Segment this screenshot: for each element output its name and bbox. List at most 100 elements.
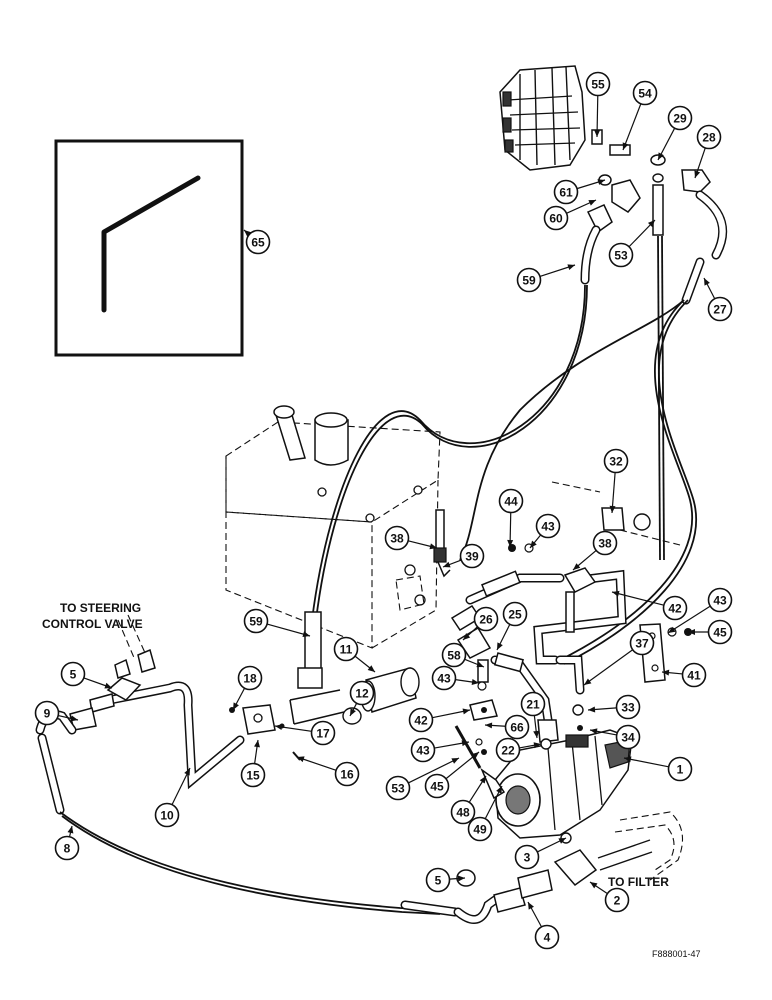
callout-c15: 15 <box>240 762 266 788</box>
callout-circle <box>310 720 336 746</box>
callout-circle <box>632 80 658 106</box>
callout-circle <box>473 606 499 632</box>
callout-label: 58 <box>447 649 461 663</box>
callout-label: 27 <box>713 303 727 317</box>
mounting-bracket-32 <box>508 481 681 553</box>
return-tube-manifold <box>450 567 627 743</box>
callout-label: 29 <box>673 112 687 126</box>
callout-label: 1 <box>677 763 684 777</box>
leader-arrow-c43d <box>461 740 469 747</box>
callout-c2: 2 <box>604 887 630 913</box>
callout-circle <box>408 707 434 733</box>
callout-label: 28 <box>702 131 716 145</box>
callout-c59a: 59 <box>516 267 542 293</box>
callout-label: 18 <box>243 672 257 686</box>
callout-label: 43 <box>541 520 555 534</box>
callout-label: 43 <box>713 594 727 608</box>
callout-c25: 25 <box>502 601 528 627</box>
callout-c44: 44 <box>498 488 524 514</box>
callout-circle <box>495 737 521 763</box>
callout-circle <box>410 737 436 763</box>
callout-circle <box>54 835 80 861</box>
callout-label: 5 <box>70 668 77 682</box>
callout-circle <box>240 762 266 788</box>
callout-label: 61 <box>559 186 573 200</box>
callout-c45a: 45 <box>707 619 733 645</box>
callout-label: 22 <box>501 744 515 758</box>
hydraulic-pump <box>494 704 633 839</box>
leader-arrow-c33 <box>588 706 596 713</box>
leader-arrow-c17 <box>275 724 283 730</box>
leader-arrow-c15 <box>254 740 260 748</box>
leader-c53b <box>408 757 460 784</box>
callout-c38a: 38 <box>384 525 410 551</box>
callout-c42b: 42 <box>408 707 434 733</box>
drawing-code: F888001-47 <box>652 949 701 959</box>
callout-circle <box>60 661 86 687</box>
callout-c27: 27 <box>707 296 733 322</box>
callout-circle <box>334 761 360 787</box>
callout-circle <box>603 448 629 474</box>
callout-label: 48 <box>456 806 470 820</box>
leader-arrow-c10 <box>184 768 190 776</box>
callout-label: 55 <box>591 78 605 92</box>
callout-label: 12 <box>355 687 369 701</box>
callout-label: 41 <box>687 669 701 683</box>
callout-c39: 39 <box>459 543 485 569</box>
callout-circle <box>707 619 733 645</box>
hydraulic-reservoir <box>225 405 441 649</box>
callout-c66: 66 <box>504 714 530 740</box>
callout-circle <box>520 691 546 717</box>
callout-circle <box>467 816 493 842</box>
leader-arrow-c49 <box>496 786 502 794</box>
callout-c10: 10 <box>154 802 180 828</box>
leader-arrow-c37 <box>584 678 592 685</box>
callout-leader-lines <box>58 95 716 928</box>
leader-arrow-c28 <box>694 170 701 178</box>
callout-circle <box>431 665 457 691</box>
callout-label: 25 <box>508 608 522 622</box>
callout-c33: 33 <box>615 694 641 720</box>
leader-arrow-c43c <box>471 679 479 685</box>
callout-c55: 55 <box>585 71 611 97</box>
callout-c53a: 53 <box>608 242 634 268</box>
leader-arrow-c9 <box>70 715 78 722</box>
callout-label: 53 <box>614 249 628 263</box>
leader-arrow-c65 <box>244 230 252 237</box>
leader-arrow-c53b <box>451 758 459 764</box>
leader-arrow-c16 <box>297 756 305 763</box>
callout-c59b: 59 <box>243 608 269 634</box>
callout-c26: 26 <box>473 606 499 632</box>
inset-box-tube-65 <box>54 139 244 357</box>
callout-circle <box>424 773 450 799</box>
callout-circle <box>592 530 618 556</box>
leader-c45b <box>445 751 480 780</box>
callout-circle <box>441 642 467 668</box>
callout-label: 60 <box>549 212 563 226</box>
callout-c1: 1 <box>667 756 693 782</box>
lower-suction-hose <box>59 811 684 924</box>
callout-c43a: 43 <box>535 513 561 539</box>
leader-arrow-c32 <box>609 505 616 513</box>
leader-c1 <box>623 757 669 768</box>
upper-hoses <box>311 190 728 665</box>
leader-c42a <box>611 591 665 606</box>
callout-label: 59 <box>249 615 263 629</box>
callout-circle <box>604 887 630 913</box>
callout-label: 42 <box>414 714 428 728</box>
leader-arrow-c38a <box>429 543 437 550</box>
callout-circle <box>504 714 530 740</box>
callout-label: 39 <box>465 550 479 564</box>
leader-arrow-c29 <box>658 152 664 160</box>
callout-c32: 32 <box>603 448 629 474</box>
callout-circle <box>553 179 579 205</box>
callout-c41: 41 <box>681 662 707 688</box>
callout-label: 66 <box>510 721 524 735</box>
callout-circle <box>615 724 641 750</box>
leader-arrow-c61 <box>597 179 605 185</box>
callout-c3: 3 <box>514 844 540 870</box>
callout-label: 9 <box>44 707 51 721</box>
leader-arrow-c43a <box>530 540 537 548</box>
callout-c43d: 43 <box>410 737 436 763</box>
